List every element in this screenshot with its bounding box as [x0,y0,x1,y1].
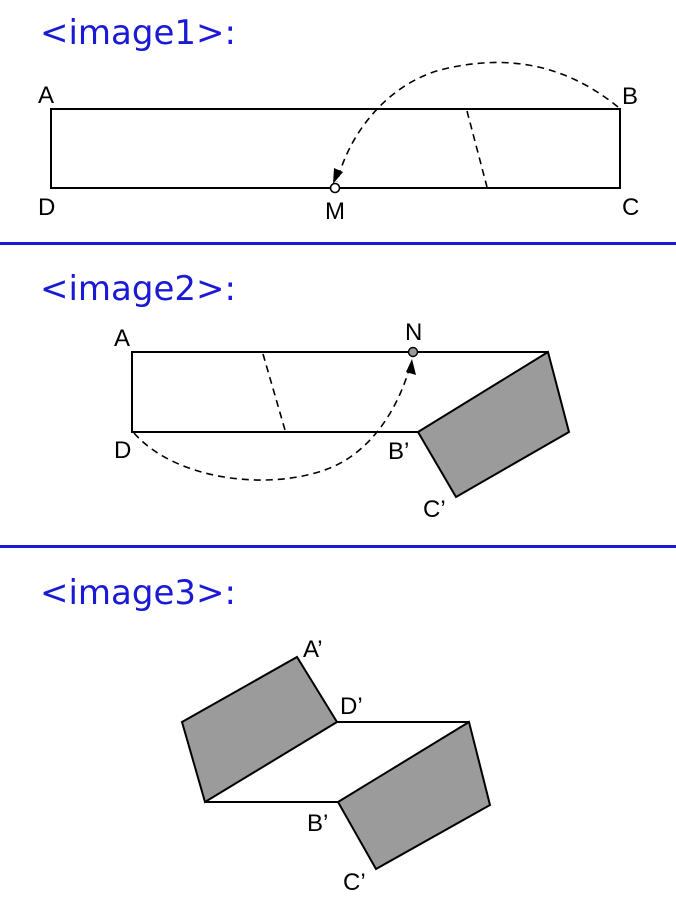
point-n [407,346,419,358]
separator [0,545,676,548]
fold-arc [336,61,619,183]
label-c: C [622,194,639,221]
panel-image3: <image3>: A’ D’ B’ C’ [0,548,676,911]
diagram-rectangle-fold-start: A B C D M [38,61,639,225]
diagram-first-fold: A N D B’ C’ [114,319,571,523]
label-a: A [114,325,130,352]
label-b-prime: B’ [307,810,328,837]
diagram-second-fold: A’ D’ B’ C’ [180,636,492,896]
panel-title: <image1>: [40,13,236,53]
arrow-head [406,359,416,375]
label-d: D [114,437,131,464]
right-folded-flap [336,720,492,871]
fold-arc [133,365,411,481]
strip-outline [131,351,548,433]
label-c-prime: C’ [343,869,366,896]
panel-image2: <image2>: A N D B’ C’ [0,245,676,546]
label-c-prime: C’ [423,496,446,523]
left-folded-flap [180,655,339,804]
label-d: D [38,194,55,221]
panel-image1: <image1>: A B C D M [0,0,676,242]
label-n: N [405,319,422,346]
point-m [329,182,341,194]
folded-flap [416,350,571,499]
fold-line [466,110,488,188]
label-d-prime: D’ [340,693,363,720]
panel-title: <image2>: [40,269,236,309]
label-a: A [38,82,54,109]
panel-title: <image3>: [40,573,236,613]
fold-line [262,353,286,431]
separator [0,242,676,245]
label-b-prime: B’ [388,438,409,465]
label-a-prime: A’ [303,636,323,663]
label-b: B [622,83,638,110]
label-m: M [325,198,345,225]
arrow-head [333,168,343,184]
